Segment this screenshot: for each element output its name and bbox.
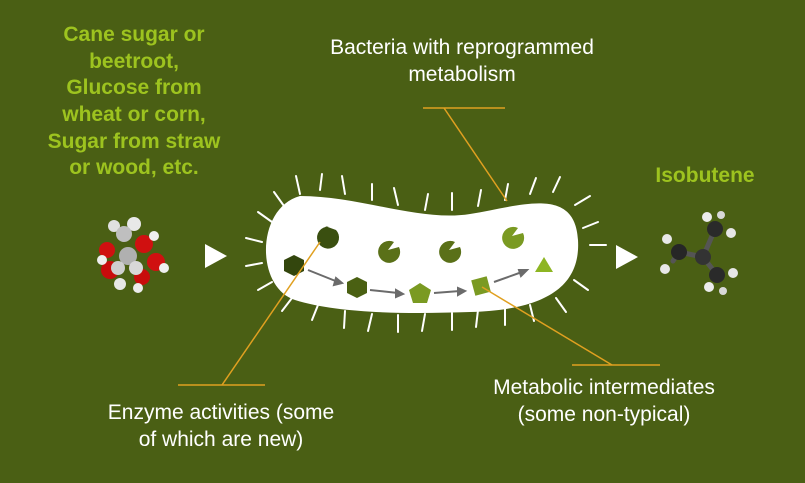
intermediate-hexagon-icon (347, 277, 367, 298)
source-line: Cane sugar or (63, 23, 205, 46)
intermediate-square-icon (471, 276, 491, 296)
bacteria-label-line: Bacteria with reprogrammed (330, 36, 594, 59)
source-line: or wood, etc. (69, 156, 199, 180)
enzyme-icon (439, 240, 462, 263)
source-line: beetroot, (89, 49, 179, 73)
isobutene-molecule-icon (660, 211, 738, 295)
intermediate-label-line: Metabolic intermediates (493, 376, 715, 399)
flow-arrow-icon (616, 245, 638, 269)
intermediate-hexagon-icon (284, 255, 304, 276)
enzyme-icon (317, 226, 340, 249)
metabolic-intermediates-label: Metabolic intermediates (some non-typica… (440, 375, 768, 428)
isobutene-label: Isobutene (655, 164, 755, 187)
cilia (245, 173, 607, 333)
bacteria-label: Bacteria with reprogrammed metabolism (276, 35, 648, 88)
sugar-molecule-icon (97, 217, 169, 293)
enzyme-label-line: Enzyme activities (some (107, 401, 335, 424)
pathway-arrows (307, 269, 530, 299)
flow-arrow-icon (205, 244, 227, 268)
source-line: wheat or corn, (62, 102, 206, 126)
cell-body (265, 196, 579, 313)
sugar-sources-label: Cane sugar or beetroot, Glucose from whe… (16, 22, 252, 182)
product-triangle-icon (535, 257, 553, 272)
leader-lines (178, 107, 660, 386)
enzyme-icon (502, 226, 525, 249)
bacteria-label-line: metabolism (408, 62, 516, 86)
enzyme-icon (378, 240, 401, 263)
enzyme-activities-label: Enzyme activities (some of which are new… (58, 400, 384, 453)
intermediate-label-line: (some non-typical) (517, 402, 691, 426)
source-line: Glucose from (66, 76, 202, 100)
source-line: Sugar from straw (47, 129, 221, 153)
enzyme-label-line: of which are new) (138, 427, 304, 451)
intermediate-pentagon-icon (409, 283, 431, 303)
